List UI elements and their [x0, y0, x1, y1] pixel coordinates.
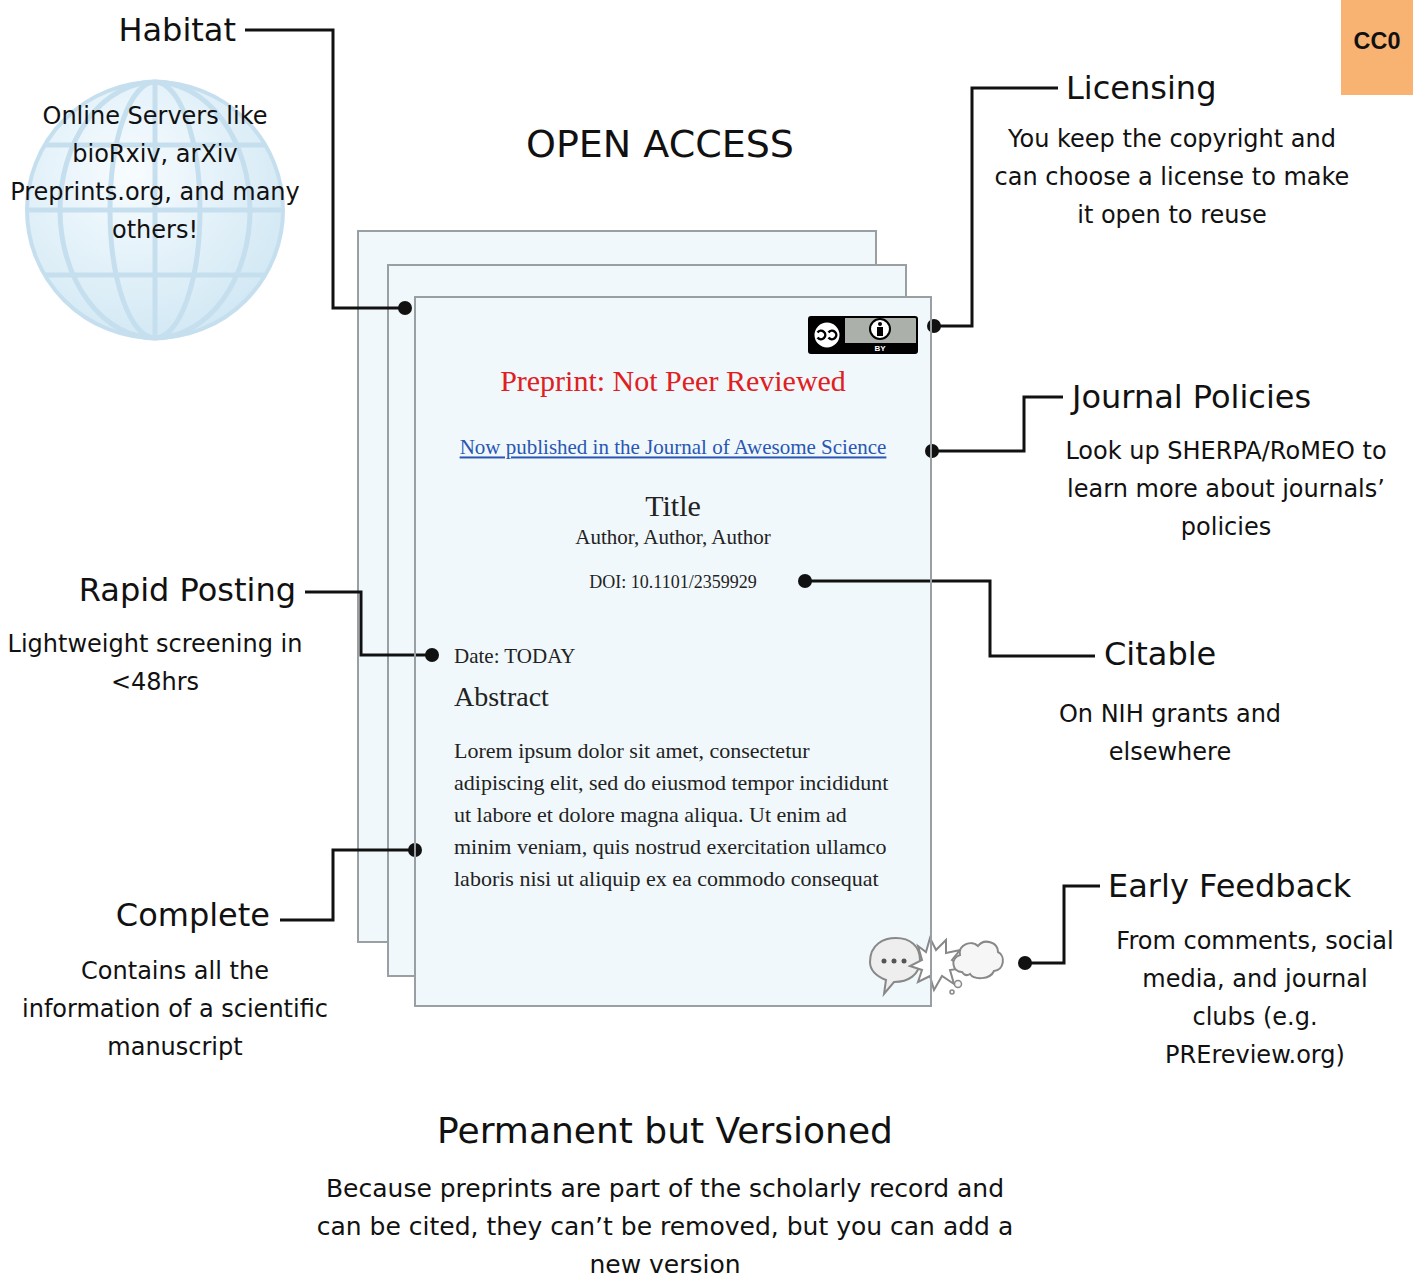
callout-body: Because preprints are part of the schola… [315, 1170, 1015, 1282]
cc-by-badge: BY [808, 316, 918, 354]
callout-heading: Permanent but Versioned [437, 1108, 893, 1153]
posting-date: Date: TODAY [454, 645, 576, 668]
preprint-page: Preprint: Not Peer ReviewedNow published… [414, 296, 932, 1007]
journal-link: Now published in the Journal of Awesome … [416, 436, 930, 459]
callout-heading: Journal Policies [1072, 377, 1311, 417]
callout-heading: Rapid Posting [79, 570, 296, 610]
callout-body: Lightweight screening in <48hrs [5, 625, 305, 701]
callout-heading: Early Feedback [1108, 866, 1351, 906]
callout-body: Look up SHERPA/RoMEO to learn more about… [1054, 432, 1399, 546]
cc-badge-graphic [808, 316, 918, 354]
abstract-body: Lorem ipsum dolor sit amet, consectetur … [454, 735, 899, 895]
callout-body: Online Servers like bioRxiv, arXiv Prepr… [10, 97, 300, 249]
callout-body: From comments, social media, and journal… [1109, 922, 1401, 1074]
callout-heading: Citable [1104, 634, 1216, 674]
callout-body: You keep the copyright and can choose a … [991, 120, 1353, 234]
abstract-heading: Abstract [454, 682, 549, 713]
badge-text: BY [874, 344, 885, 353]
callout-body: On NIH grants and elsewhere [1020, 695, 1320, 771]
front-page-fill [414, 296, 932, 1007]
callout-heading: Habitat [118, 10, 236, 50]
callout-body: Contains all the information of a scient… [15, 952, 335, 1066]
doi-text: DOI: 10.1101/2359929 [416, 573, 930, 593]
callout-heading: Licensing [1066, 68, 1216, 108]
leader-dots [398, 301, 1032, 970]
leader-lines [245, 30, 1100, 963]
paper-title: Title [416, 489, 930, 522]
author-list: Author, Author, Author [416, 526, 930, 549]
license-tag: CC0 [1341, 0, 1413, 95]
license-name: CC0 [1341, 29, 1413, 55]
callout-heading: Complete [116, 895, 270, 935]
preprint-status: Preprint: Not Peer Reviewed [416, 364, 930, 397]
comment-bubbles [870, 938, 1003, 994]
diagram-title: OPEN ACCESS [526, 121, 794, 169]
